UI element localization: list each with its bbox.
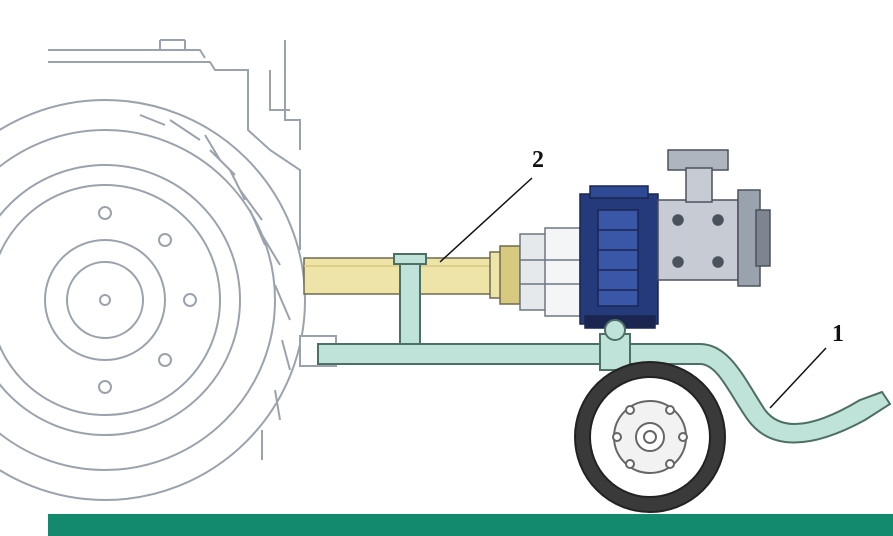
tractor-body: [48, 39, 301, 250]
pto-coupling: [519, 227, 581, 317]
pump: [657, 149, 771, 287]
tractor-rear-wheel: [0, 99, 306, 501]
leader-line-2: [439, 177, 533, 263]
ground-line: [48, 514, 893, 536]
leader-line-1: [769, 347, 827, 409]
callout-label-1: 1: [832, 321, 844, 347]
gearbox: [579, 185, 659, 329]
callout-label-2: 2: [532, 147, 544, 173]
shaft-support: [393, 253, 427, 345]
trailer-frame: [317, 343, 892, 444]
axle-bracket: [599, 319, 631, 371]
trailer-wheel: [574, 361, 726, 513]
